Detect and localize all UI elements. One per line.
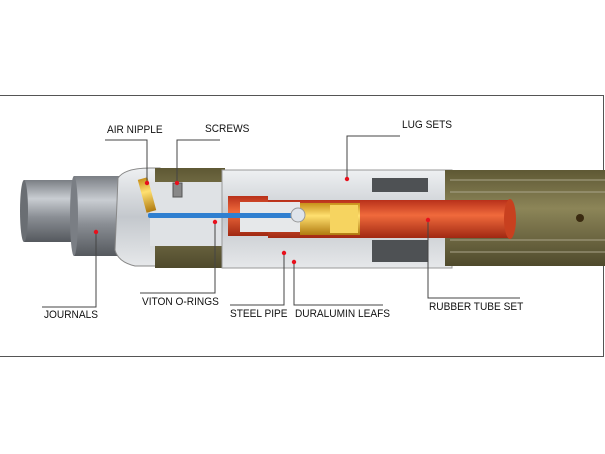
label-lug-sets: LUG SETS xyxy=(402,119,453,131)
label-journals: JOURNALS xyxy=(44,309,98,321)
label-screws: SCREWS xyxy=(205,123,250,135)
journal-shaft xyxy=(20,176,130,256)
leader-lines xyxy=(42,135,520,308)
marker-lug-sets xyxy=(344,176,350,182)
marker-viton-o-rings xyxy=(212,219,218,225)
marker-rubber-tube-set xyxy=(425,217,431,223)
markers xyxy=(93,176,431,265)
marker-air-nipple xyxy=(144,180,150,186)
brass-sleeve xyxy=(300,203,360,235)
marker-journals xyxy=(93,229,99,235)
air-line xyxy=(148,207,306,223)
marker-duralumin-leafs xyxy=(291,259,297,265)
label-rubber-tube-set: RUBBER TUBE SET xyxy=(429,301,524,313)
label-steel-pipe: STEEL PIPE xyxy=(230,308,288,320)
air-nipple-part xyxy=(137,177,157,213)
marker-steel-pipe xyxy=(281,250,287,256)
label-duralumin-leafs: DURALUMIN LEAFS xyxy=(295,308,391,320)
label-viton-o-rings: VITON O-RINGS xyxy=(142,296,219,308)
label-air-nipple: AIR NIPPLE xyxy=(107,124,163,136)
marker-screws xyxy=(174,180,180,186)
